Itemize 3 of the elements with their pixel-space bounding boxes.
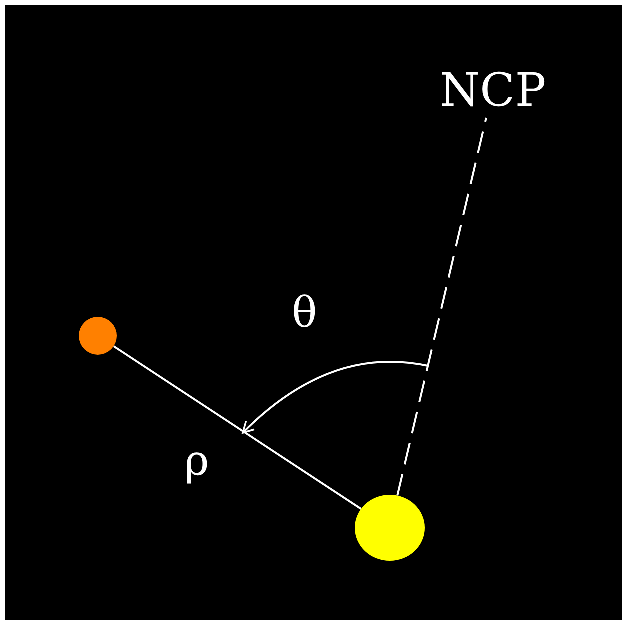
connector-line <box>113 346 362 510</box>
dashed-line <box>396 118 488 496</box>
pole-label: NCP <box>440 67 546 113</box>
